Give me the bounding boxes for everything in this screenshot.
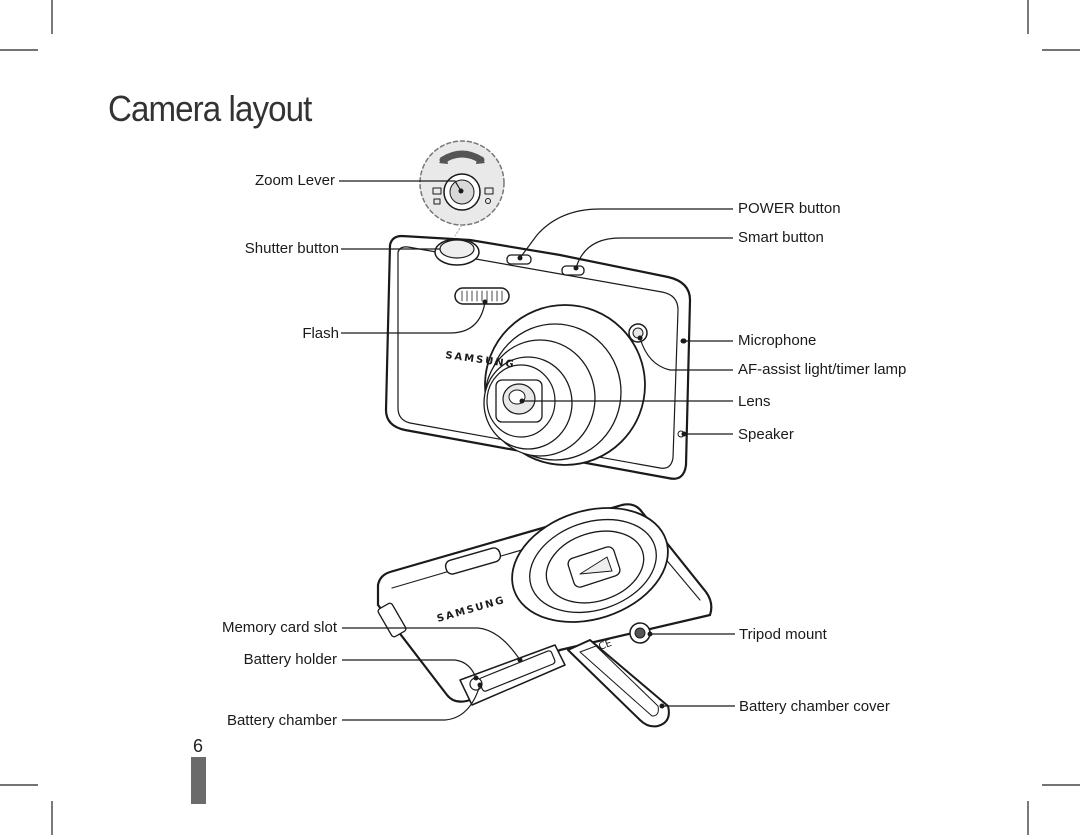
label-shutter-button: Shutter button — [244, 240, 339, 257]
front-leader-lines — [339, 180, 733, 435]
label-battery-chamber: Battery chamber — [226, 712, 337, 729]
page-title: Camera layout — [108, 88, 312, 129]
label-zoom-lever: Zoom Lever — [254, 172, 335, 189]
label-microphone: Microphone — [738, 332, 817, 349]
label-tripod-mount: Tripod mount — [739, 626, 827, 643]
label-speaker: Speaker — [738, 426, 794, 443]
label-smart-button: Smart button — [738, 229, 824, 246]
label-af-assist: AF-assist light/timer lamp — [738, 361, 907, 378]
label-lens: Lens — [738, 393, 771, 410]
bottom-camera-illustration: CE — [376, 503, 713, 728]
front-camera-illustration — [384, 140, 692, 480]
label-flash: Flash — [302, 325, 339, 342]
label-power-button: POWER button — [738, 200, 841, 217]
bottom-leader-dots — [473, 631, 665, 709]
page-number: 6 — [193, 736, 204, 756]
label-memory-card-slot: Memory card slot — [221, 619, 337, 636]
page-edge-tab — [191, 757, 206, 804]
front-leader-dots — [458, 188, 687, 437]
svg-text:CE: CE — [597, 638, 613, 653]
label-battery-chamber-cover: Battery chamber cover — [739, 698, 890, 715]
bottom-leader-lines — [342, 627, 735, 721]
label-battery-holder: Battery holder — [243, 651, 337, 668]
